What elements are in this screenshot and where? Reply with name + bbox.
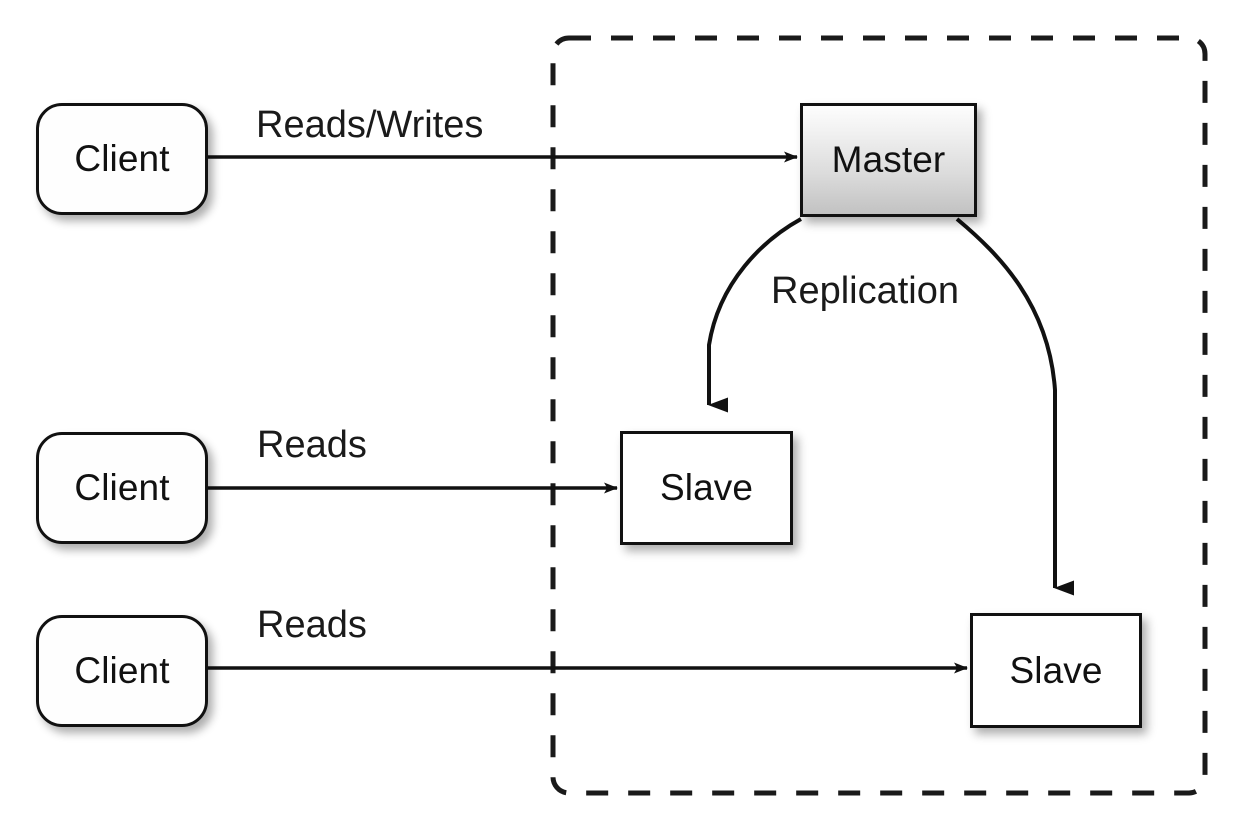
node-client-1-label: Client: [74, 138, 170, 179]
node-slave-1-label: Slave: [659, 467, 754, 508]
node-client-3[interactable]: Client: [36, 615, 208, 727]
edge-label-reads-writes: Reads/Writes: [256, 104, 484, 146]
node-slave-2-label: Slave: [1009, 649, 1103, 691]
edge-master-slave1-replication: [707, 217, 802, 413]
edge-master-slave2-replication: [955, 217, 1074, 596]
node-slave-2[interactable]: Slave: [970, 613, 1142, 728]
node-client-2-label: Client: [74, 467, 170, 508]
edge-label-replication: Replication: [771, 270, 959, 312]
database-cluster-boundary: [550, 35, 1208, 796]
node-master[interactable]: Master: [800, 103, 977, 217]
node-master-label: Master: [831, 139, 946, 180]
node-slave-1[interactable]: Slave: [620, 431, 793, 545]
node-client-1[interactable]: Client: [36, 103, 208, 215]
edge-label-reads-slave-2: Reads: [257, 604, 367, 646]
node-client-2[interactable]: Client: [36, 432, 208, 544]
edge-label-reads-slave-1: Reads: [257, 424, 367, 466]
node-client-3-label: Client: [74, 650, 170, 691]
